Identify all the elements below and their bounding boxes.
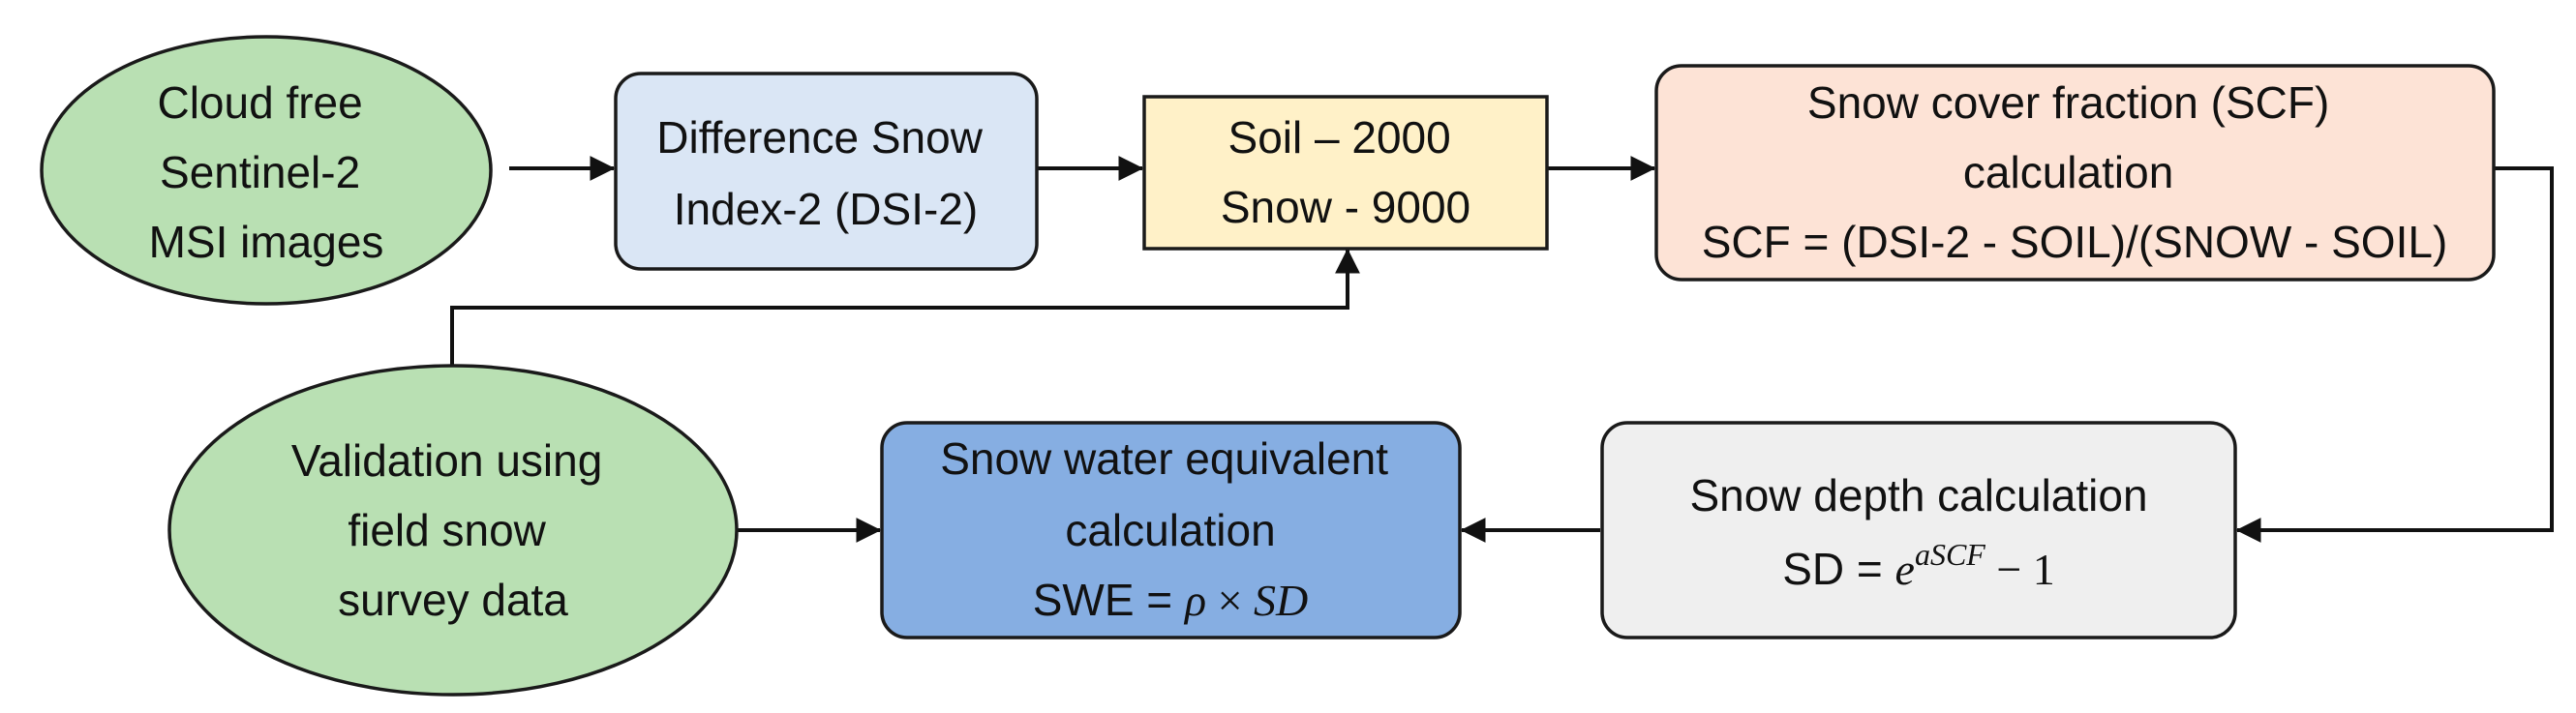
node-validation-shape — [167, 364, 739, 697]
node-sentinel-shape — [40, 35, 493, 306]
arrow-scf-to-snow-depth — [2235, 166, 2554, 543]
svg-text:Snow water equivalent ca: Snow water equivalent calculation — [940, 433, 1401, 555]
svg-text:Validation using field s: Validation using field snow survey data — [291, 435, 615, 625]
svg-text:Difference Snow Index-2: Difference Snow Index-2 (DSI-2) — [656, 112, 994, 234]
node-scf-line-1: Snow cover fraction (SCF) — [1807, 77, 2329, 128]
node-thresholds-line-1: Soil – 2000 — [1228, 112, 1451, 163]
node-dsi-line-2: Index-2 (DSI-2) — [674, 184, 978, 234]
node-sentinel-line-3: MSI images — [149, 217, 384, 267]
svg-text:Snow cover fraction (SCF): Snow cover fraction (SCF) calculation SC… — [1702, 77, 2448, 267]
sd-formula-suffix: − 1 — [1985, 545, 2055, 594]
node-sentinel-line-1: Cloud free — [157, 77, 362, 128]
node-swe-line-1: Snow water equivalent — [940, 433, 1388, 484]
node-thresholds: Soil – 2000 Snow - 9000 — [1142, 95, 1549, 251]
node-dsi-line-1: Difference Snow — [656, 112, 983, 163]
node-snow-depth-shape — [1600, 421, 2237, 639]
node-dsi-shape — [614, 72, 1039, 271]
node-validation: Validation using field snow survey data — [167, 364, 739, 697]
node-sentinel-line-2: Sentinel-2 — [160, 147, 360, 197]
node-snow-depth-formula: SD = eaSCF − 1 — [1782, 537, 2055, 594]
node-swe: Snow water equivalent calculation SWE = … — [880, 421, 1462, 639]
swe-formula-sd: SD — [1254, 576, 1308, 625]
svg-text:Snow depth calculation: Snow depth calculation — [1689, 470, 2147, 520]
node-snow-depth-line-1: Snow depth calculation — [1689, 470, 2147, 520]
node-validation-line-3: survey data — [338, 575, 568, 625]
node-scf-line-2: calculation — [1963, 147, 2173, 197]
svg-text:Cloud free Sentinel-2: Cloud free Sentinel-2 MSI images — [149, 77, 384, 267]
node-scf-formula: SCF = (DSI-2 - SOIL)/(SNOW - SOIL) — [1702, 217, 2448, 267]
arrow-validation-to-thresholds — [450, 248, 1360, 366]
node-thresholds-shape — [1142, 95, 1549, 251]
connectors — [450, 156, 2554, 543]
node-dsi: Difference Snow Index-2 (DSI-2) — [614, 72, 1039, 271]
node-thresholds-line-2: Snow - 9000 — [1221, 182, 1470, 232]
node-snow-depth: Snow depth calculation SD = eaSCF − 1 — [1600, 421, 2237, 639]
node-swe-formula: SWE = ρ × SD — [1033, 575, 1309, 625]
svg-text:Soil – 2000 Snow - 9000: Soil – 2000 Snow - 9000 — [1221, 112, 1470, 232]
node-validation-line-1: Validation using — [291, 435, 602, 486]
sd-formula-prefix: SD = — [1782, 544, 1894, 594]
sd-formula-exponent: aSCF — [1915, 537, 1985, 572]
node-sentinel-images: Cloud free Sentinel-2 MSI images — [40, 35, 493, 306]
swe-formula-op: × — [1206, 576, 1254, 625]
node-scf-shape — [1654, 64, 2496, 282]
sd-formula-base: e — [1895, 545, 1915, 594]
node-swe-shape — [880, 421, 1462, 639]
swe-formula-rho: ρ — [1183, 576, 1206, 625]
node-swe-line-2: calculation — [1065, 505, 1275, 555]
node-validation-line-2: field snow — [348, 505, 546, 555]
node-scf: Snow cover fraction (SCF) calculation SC… — [1654, 64, 2496, 282]
swe-formula-prefix: SWE = — [1033, 575, 1185, 625]
